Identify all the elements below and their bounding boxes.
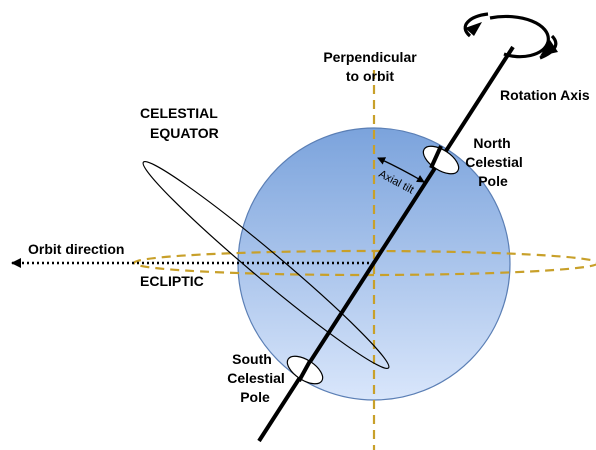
axis-through-north-pole xyxy=(429,145,443,169)
celestial-equator-label-line1: CELESTIAL xyxy=(140,105,218,121)
north-pole-label-line1: North xyxy=(473,135,510,151)
rotation-arrow-head-2 xyxy=(540,40,558,56)
north-pole-label-line2: Celestial xyxy=(465,154,523,170)
orbit-direction-label: Orbit direction xyxy=(28,241,124,257)
axis-through-south-pole xyxy=(297,360,312,382)
celestial-equator-label-line2: EQUATOR xyxy=(150,125,219,141)
celestial-equator-ellipse xyxy=(142,160,390,370)
north-pole-label-line3: Pole xyxy=(478,173,508,189)
north-pole-ellipse xyxy=(422,145,460,175)
perpendicular-label-line1: Perpendicular xyxy=(323,49,417,65)
south-pole-label-line3: Pole xyxy=(240,389,270,405)
rotation-arrow-head-1 xyxy=(465,22,482,36)
axial-tilt-arrow xyxy=(377,157,425,183)
south-pole-label-line2: Celestial xyxy=(227,370,285,386)
ecliptic-label: ECLIPTIC xyxy=(140,273,204,289)
south-pole-label-line1: South xyxy=(232,351,272,367)
perpendicular-label-line2: to orbit xyxy=(346,68,395,84)
rotation-axis-label: Rotation Axis xyxy=(500,87,590,103)
